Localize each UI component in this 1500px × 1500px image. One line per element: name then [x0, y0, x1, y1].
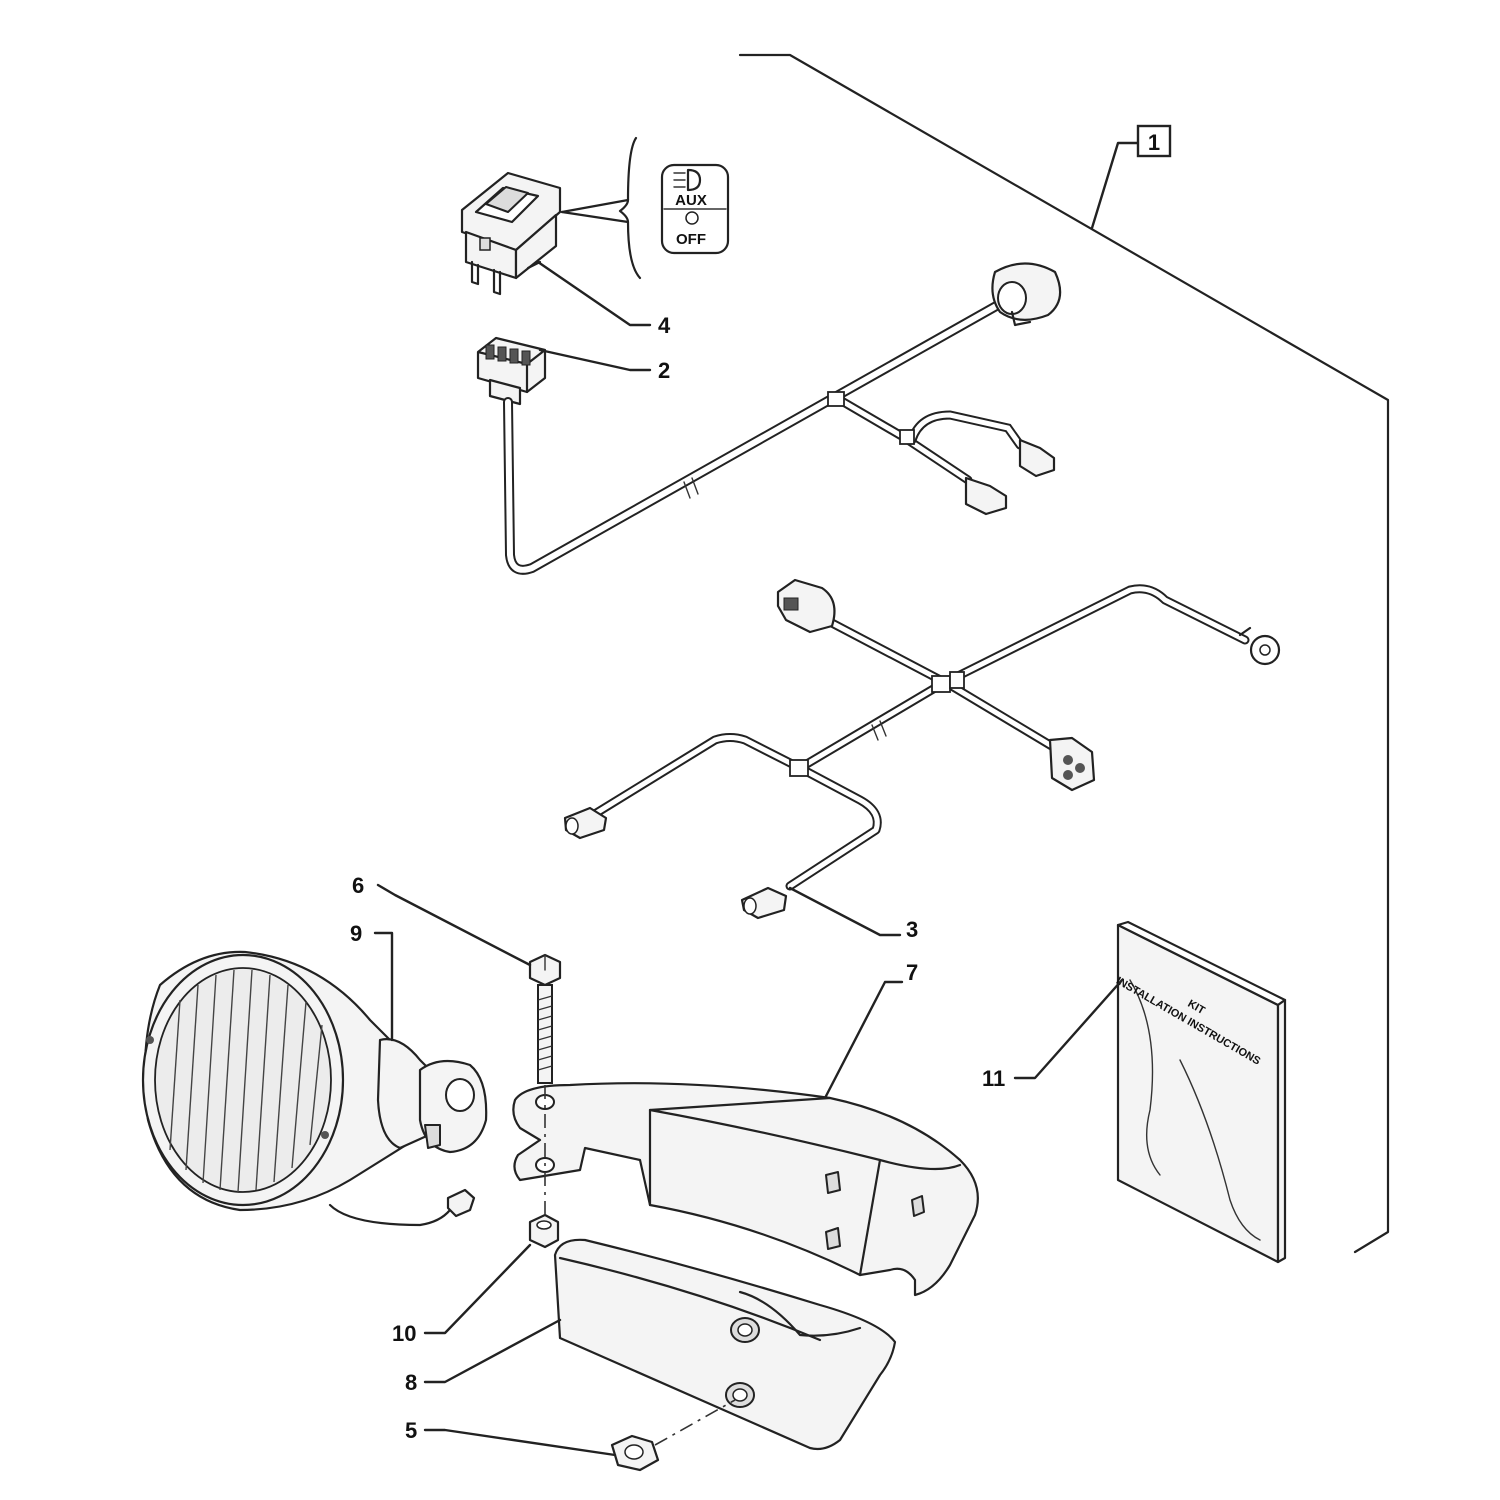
callout-number: 6: [352, 873, 364, 898]
callout-2: 2: [538, 348, 670, 383]
callout-6: 6: [352, 873, 532, 967]
off-label: OFF: [676, 231, 706, 248]
callout-number: 7: [906, 960, 918, 985]
callout-9: 9: [350, 921, 394, 1042]
headlamp-icon: [673, 168, 702, 192]
assembly-axes: [544, 1085, 736, 1446]
rocker-switch: [460, 171, 562, 296]
callout-number: 4: [658, 313, 671, 338]
kit-boundary: [738, 53, 1390, 1254]
switch-face-detail: AUX OFF: [560, 136, 730, 280]
callout-3: 3: [788, 886, 918, 942]
bolt: [528, 953, 562, 1084]
callout-11: 11: [982, 978, 1124, 1091]
clamp-plate: [553, 1238, 897, 1451]
off-indicator-icon: [685, 211, 699, 225]
callout-7: 7: [823, 960, 918, 1100]
callout-8: 8: [405, 1318, 562, 1395]
multi-pin-connector: [476, 336, 547, 406]
kit-number: 1: [1148, 130, 1160, 155]
callout-number: 2: [658, 358, 670, 383]
nut-lower: [610, 1434, 660, 1472]
switch-wiring-harness: [503, 262, 1062, 575]
nut: [528, 1213, 560, 1249]
callout-number: 3: [906, 917, 918, 942]
callout-number: 11: [982, 1066, 1005, 1091]
instruction-booklet: KIT INSTALLATION INSTRUCTIONS: [1114, 920, 1287, 1264]
lamp-wiring-harness: [563, 578, 1281, 920]
kit-label: 1: [1090, 124, 1172, 230]
aux-label: AUX: [675, 192, 707, 209]
work-lamp: [141, 950, 488, 1227]
callout-number: 9: [350, 921, 362, 946]
callout-10: 10: [392, 1243, 532, 1346]
callout-4: 4: [536, 260, 671, 338]
callout-5: 5: [405, 1418, 617, 1457]
callout-number: 5: [405, 1418, 417, 1443]
callout-number: 8: [405, 1370, 417, 1395]
mounting-bracket: [512, 1082, 979, 1297]
callout-number: 10: [392, 1321, 416, 1346]
